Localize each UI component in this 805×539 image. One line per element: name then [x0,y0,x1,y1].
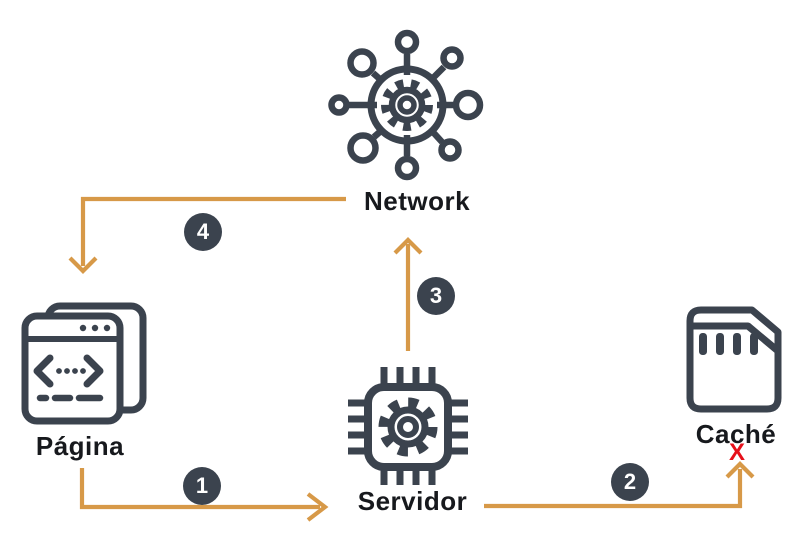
network-icon [328,29,484,181]
step-badge-3: 3 [417,277,455,315]
step-badge-4-number: 4 [196,219,210,244]
cache-card-icon [686,306,782,413]
step-badge-3-number: 3 [429,283,443,308]
node-label-network: Network [363,186,471,216]
pagina-browser-icon [21,302,147,425]
step-badge-4: 4 [184,213,222,251]
servidor-chip-icon [348,367,468,485]
step-badge-1-number: 1 [195,473,209,498]
node-label-servidor: Servidor [357,486,468,516]
node-label-pagina: Página [35,431,125,461]
step-badge-2: 2 [611,463,649,501]
node-label-cache: Caché [695,419,777,449]
step-badge-2-number: 2 [623,469,637,494]
cache-error-x-icon: X [728,439,745,466]
step-badge-1: 1 [183,467,221,505]
